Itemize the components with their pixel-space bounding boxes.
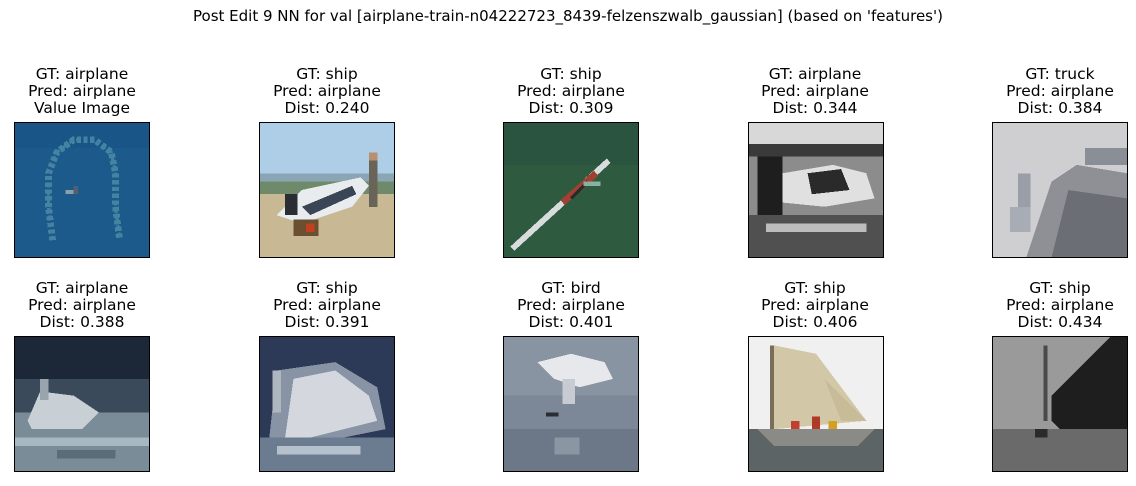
figure-title: Post Edit 9 NN for val [airplane-train-n… bbox=[193, 7, 943, 25]
neighbor-image-4 bbox=[992, 122, 1128, 258]
neighbor-image-3 bbox=[748, 122, 884, 258]
neighbor-image-5 bbox=[14, 336, 150, 472]
neighbor-image-8 bbox=[748, 336, 884, 472]
neighbor-image-2 bbox=[503, 122, 639, 258]
neighbor-image-7 bbox=[503, 336, 639, 472]
neighbor-image-9 bbox=[992, 336, 1128, 472]
neighbor-image-1 bbox=[259, 122, 395, 258]
neighbor-image-6 bbox=[259, 336, 395, 472]
query-image bbox=[14, 122, 150, 258]
